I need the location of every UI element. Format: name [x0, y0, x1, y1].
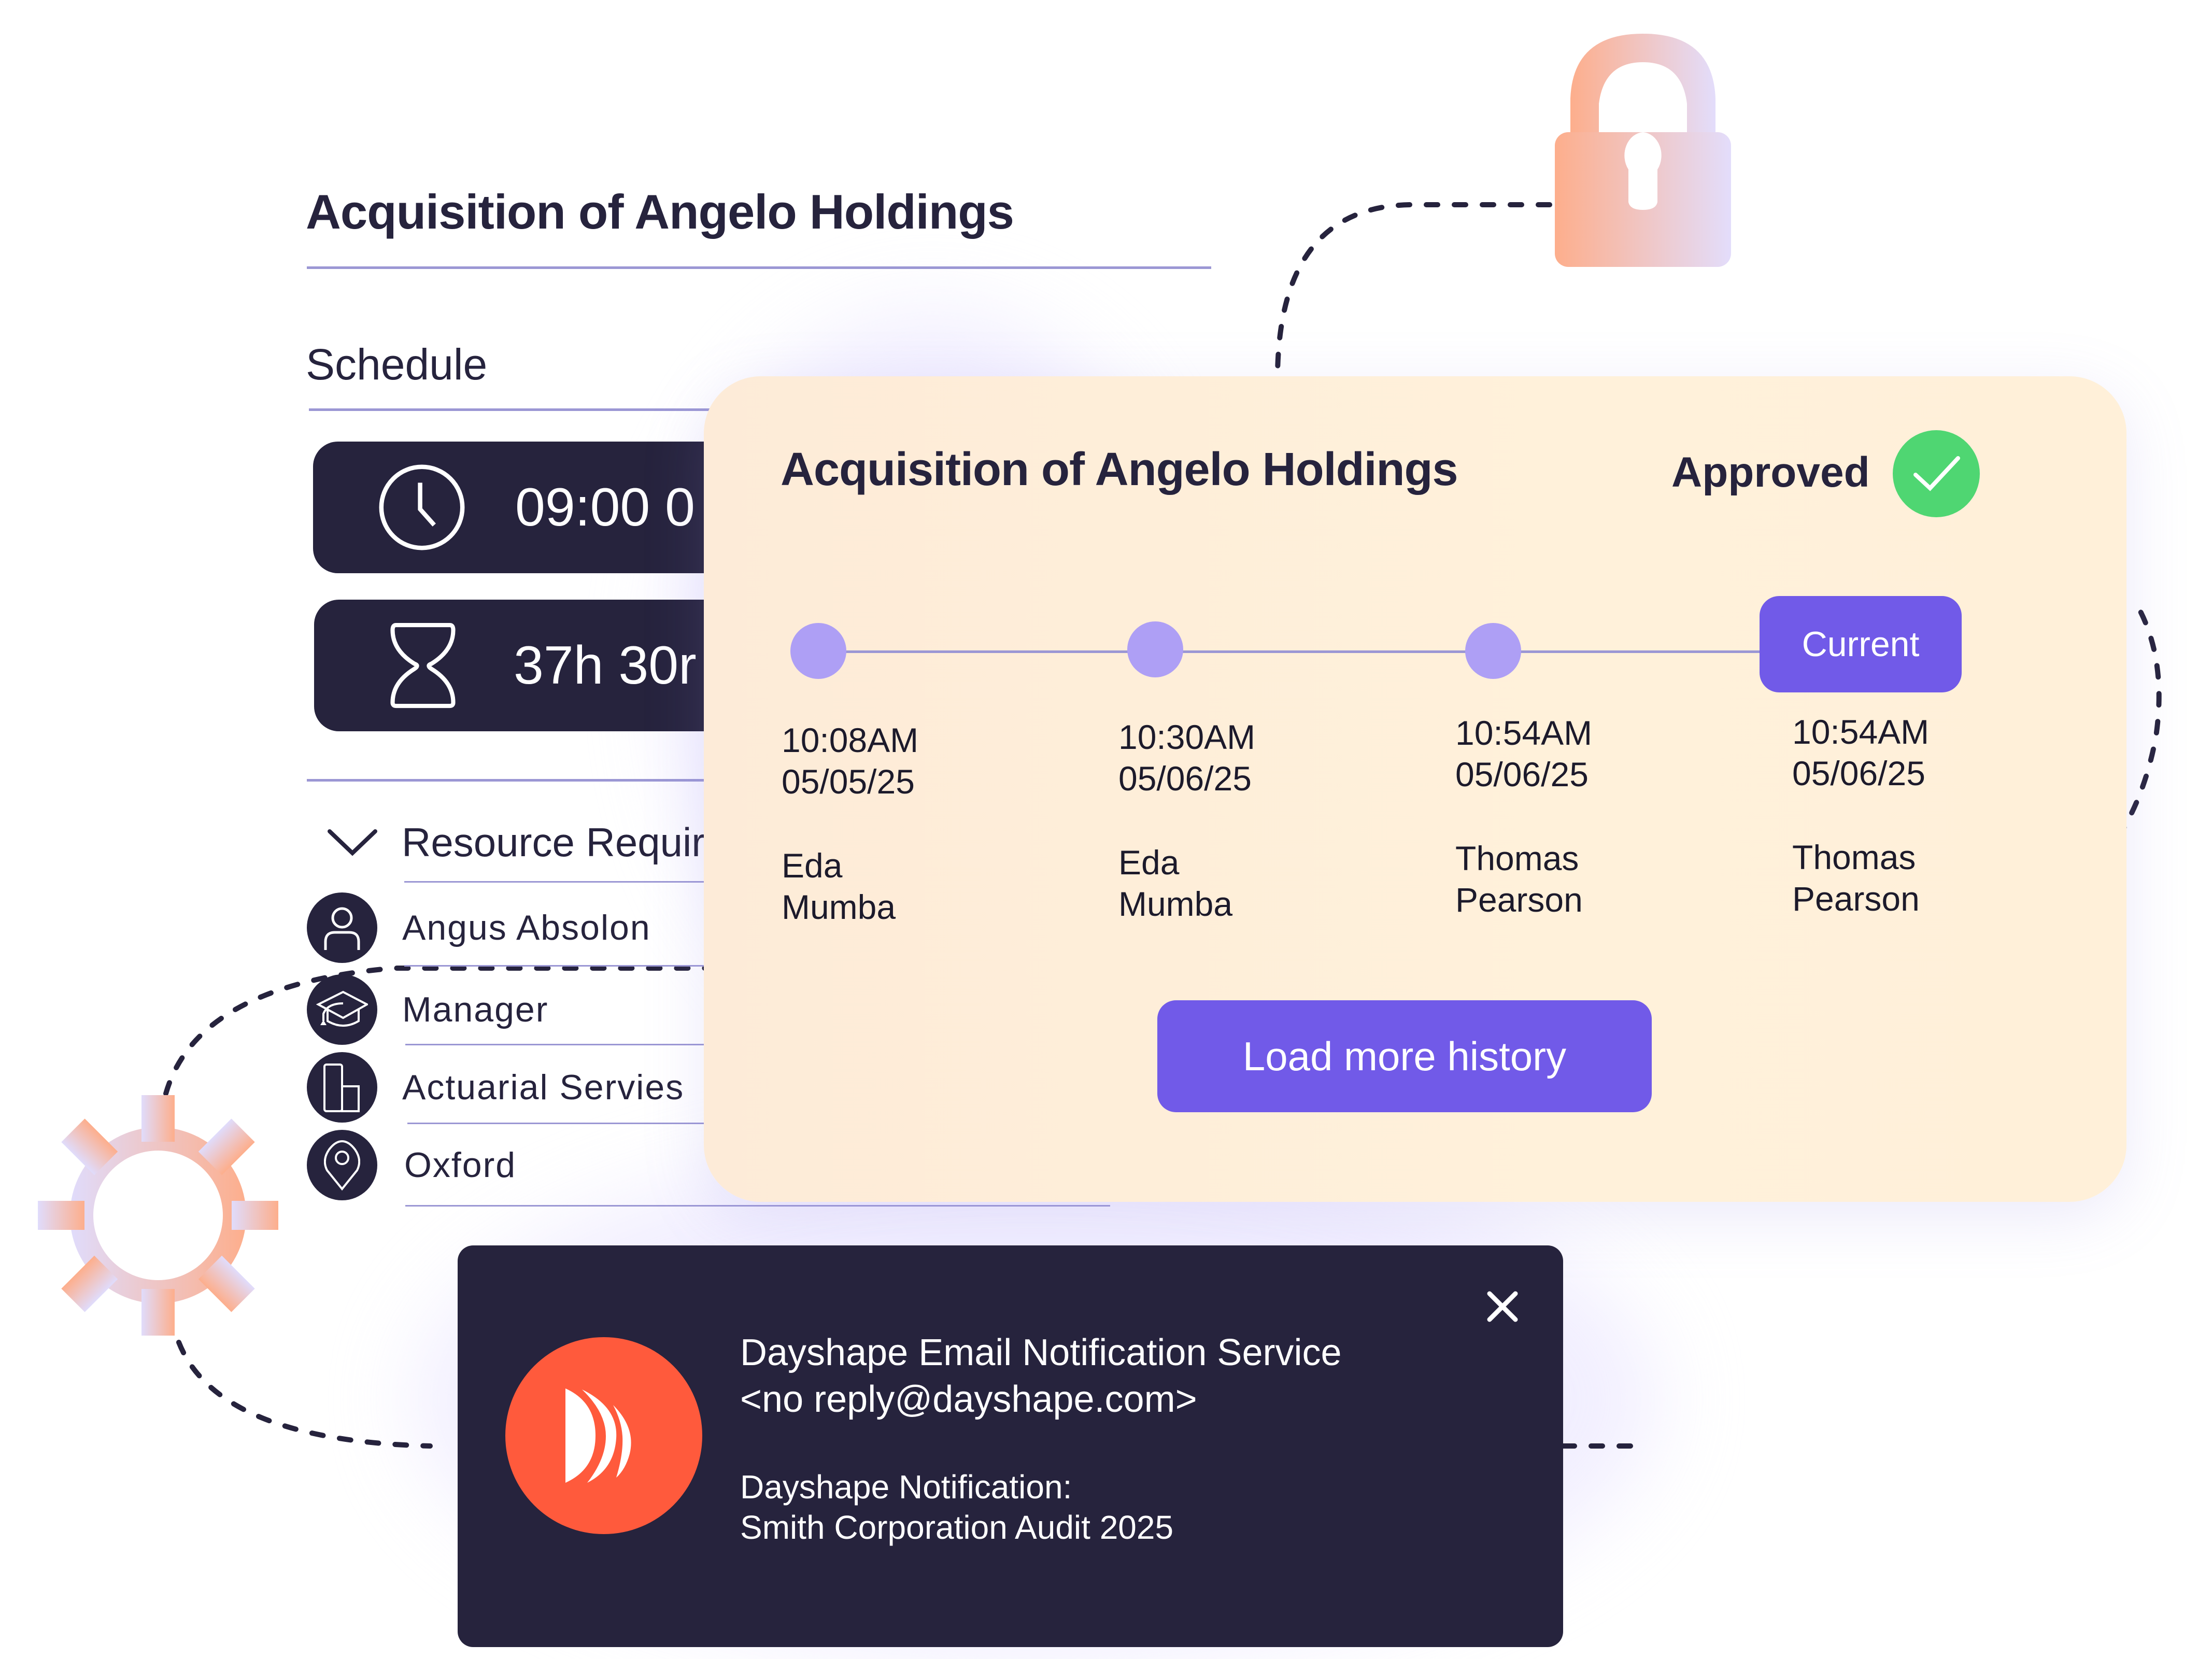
timeline-node[interactable] — [1127, 621, 1183, 677]
chevron-down-icon — [328, 829, 377, 856]
timeline-node[interactable] — [790, 623, 846, 679]
history-entry: 10:54AM 05/06/25 Thomas Pearson — [1455, 712, 1592, 920]
hourglass-icon — [390, 622, 456, 708]
status-badge — [1893, 430, 1980, 517]
sender-name: Dayshape Email Notification Service — [740, 1332, 1342, 1373]
duration-field[interactable]: 37h 30r — [314, 600, 760, 731]
resource-label: Oxford — [404, 1145, 517, 1185]
entry-date: 05/06/25 — [1118, 759, 1252, 798]
entry-last-name: Pearson — [1455, 881, 1583, 919]
clock-icon — [379, 464, 465, 550]
card-title: Acquisition of Angelo Holdings — [781, 444, 1458, 495]
history-entry: 10:30AM 05/06/25 Eda Mumba — [1118, 716, 1255, 925]
resources-divider — [307, 779, 721, 782]
entry-time: 10:54AM — [1455, 714, 1593, 752]
schedule-heading: Schedule — [306, 340, 488, 389]
duration-value: 37h 30r — [514, 635, 697, 696]
resource-item[interactable]: Oxford — [307, 1130, 516, 1200]
location-pin-icon — [307, 1130, 377, 1200]
check-icon — [1913, 456, 1960, 491]
load-more-history-button[interactable]: Load more history — [1157, 1000, 1652, 1112]
timeline-node[interactable] — [1465, 623, 1521, 679]
entry-first-name: Thomas — [1792, 838, 1916, 876]
entry-time: 10:08AM — [782, 721, 919, 759]
entry-date: 05/05/25 — [782, 762, 915, 801]
current-badge[interactable]: Current — [1760, 596, 1962, 692]
start-time-field[interactable]: 09:00 0 — [313, 442, 759, 573]
dayshape-logo-icon — [505, 1337, 702, 1534]
entry-last-name: Pearson — [1792, 880, 1920, 918]
graduation-cap-icon — [307, 974, 377, 1045]
entry-time: 10:54AM — [1792, 713, 1930, 751]
resource-divider — [404, 881, 726, 883]
resource-item[interactable]: Manager — [307, 974, 548, 1045]
timeline-line — [819, 650, 1762, 653]
resource-label: Manager — [402, 990, 549, 1029]
resource-divider — [407, 1123, 729, 1124]
resource-divider — [405, 1044, 727, 1045]
entry-first-name: Eda — [1118, 843, 1180, 882]
page-title: Acquisition of Angelo Holdings — [306, 185, 1014, 239]
entry-time: 10:30AM — [1118, 718, 1256, 756]
close-icon[interactable] — [1486, 1291, 1519, 1323]
sender-email: <no reply@dayshape.com> — [740, 1379, 1197, 1420]
entry-last-name: Mumba — [782, 888, 896, 926]
entry-last-name: Mumba — [1118, 885, 1233, 923]
resource-item[interactable]: Actuarial Servies — [307, 1052, 684, 1123]
resource-section-toggle[interactable]: Resource Requir — [327, 819, 705, 866]
resource-label: Angus Absolon — [402, 908, 651, 947]
resource-label: Actuarial Servies — [402, 1068, 685, 1107]
resource-divider — [404, 965, 726, 967]
subject-line-2: Smith Corporation Audit 2025 — [740, 1509, 1174, 1546]
resource-divider — [405, 1205, 1110, 1207]
connector-lock — [1275, 202, 1552, 376]
notification-sender: Dayshape Email Notification Service <no … — [740, 1329, 1342, 1423]
resource-section-heading: Resource Requir — [402, 819, 705, 865]
start-time-value: 09:00 0 — [515, 477, 695, 537]
building-icon — [307, 1052, 377, 1123]
resource-item[interactable]: Angus Absolon — [307, 892, 651, 963]
title-divider — [307, 266, 1211, 269]
entry-first-name: Thomas — [1455, 839, 1579, 877]
entry-date: 05/06/25 — [1455, 755, 1589, 793]
user-icon — [307, 892, 377, 963]
subject-line-1: Dayshape Notification: — [740, 1468, 1072, 1506]
status-label: Approved — [1671, 449, 1870, 496]
schedule-divider — [309, 408, 724, 411]
gear-icon — [38, 1095, 278, 1336]
entry-first-name: Eda — [782, 846, 843, 885]
notification-subject: Dayshape Notification: Smith Corporation… — [740, 1467, 1173, 1548]
entry-date: 05/06/25 — [1792, 754, 1925, 792]
connector-gear-bottom — [176, 1340, 433, 1449]
history-entry: 10:54AM 05/06/25 Thomas Pearson — [1792, 711, 1929, 919]
history-entry: 10:08AM 05/05/25 Eda Mumba — [782, 719, 918, 928]
lock-icon — [1555, 34, 1731, 267]
